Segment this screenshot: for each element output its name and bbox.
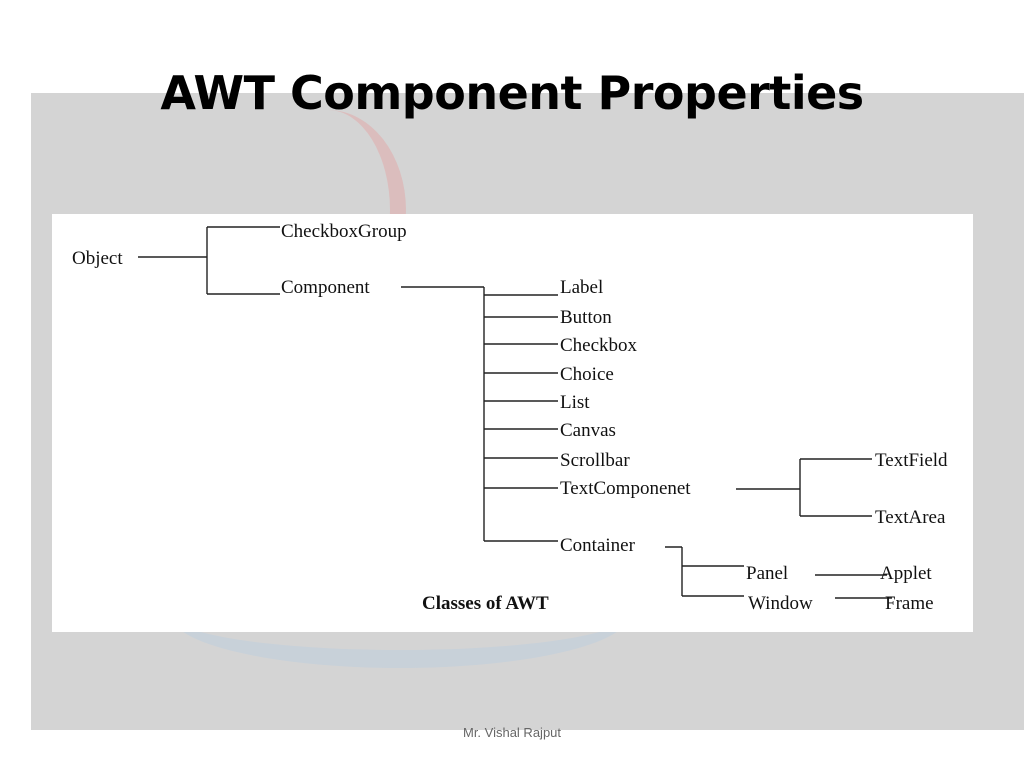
node-textarea: TextArea bbox=[875, 507, 946, 528]
node-textfield: TextField bbox=[875, 450, 948, 471]
awt-class-diagram: Object CheckboxGroup Component Label But… bbox=[52, 214, 973, 632]
node-choice: Choice bbox=[560, 364, 614, 385]
slide-title: AWT Component Properties bbox=[160, 66, 864, 120]
node-applet: Applet bbox=[880, 563, 932, 584]
node-scrollbar: Scrollbar bbox=[560, 450, 630, 471]
node-frame: Frame bbox=[885, 593, 934, 614]
node-panel: Panel bbox=[746, 563, 789, 584]
node-window: Window bbox=[748, 593, 813, 614]
node-textcomponent: TextComponenet bbox=[560, 478, 691, 499]
node-container: Container bbox=[560, 535, 635, 556]
node-component: Component bbox=[281, 277, 370, 298]
diagram-connectors bbox=[138, 226, 892, 599]
node-canvas: Canvas bbox=[560, 420, 616, 441]
node-list: List bbox=[560, 392, 590, 413]
node-checkbox: Checkbox bbox=[560, 335, 638, 356]
node-checkboxgroup: CheckboxGroup bbox=[281, 221, 407, 242]
diagram-caption: Classes of AWT bbox=[422, 593, 549, 614]
node-button: Button bbox=[560, 307, 612, 328]
slide-footer-author: Mr. Vishal Rajput bbox=[462, 725, 562, 740]
node-label: Label bbox=[560, 277, 604, 298]
node-object: Object bbox=[72, 248, 123, 269]
